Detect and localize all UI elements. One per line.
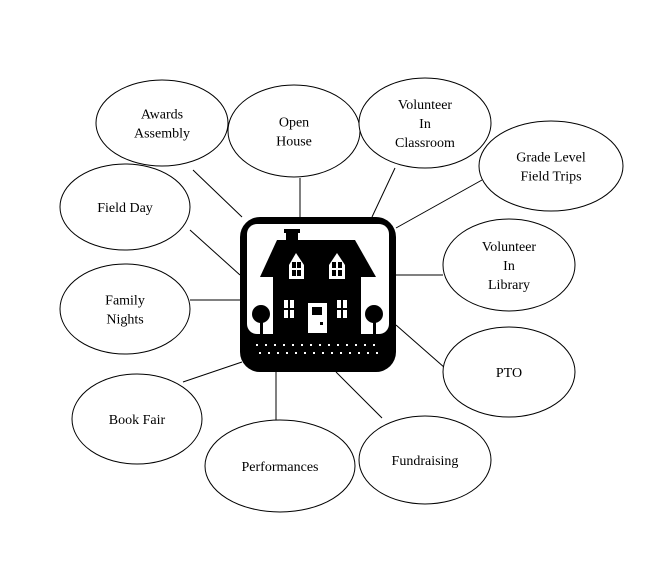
lawn-dot: [319, 344, 321, 346]
connector-pto: [395, 324, 446, 369]
bubble-field-day: Field Day: [59, 163, 191, 251]
bubble-label: Fundraising: [392, 454, 459, 469]
bubble-label: Family: [105, 294, 145, 309]
bubble-label: Open: [279, 116, 309, 131]
lawn-dot: [328, 344, 330, 346]
lawn-dot: [292, 344, 294, 346]
bubble-label: PTO: [496, 366, 522, 381]
bubble-label: In: [419, 117, 431, 132]
bubble-label: Volunteer: [482, 240, 537, 255]
bubble-outline: [442, 218, 576, 312]
lawn-dot: [349, 352, 351, 354]
lawn-dot: [373, 344, 375, 346]
bubble-label: Book Fair: [109, 413, 166, 428]
lawn-dot: [265, 344, 267, 346]
connector-volunteer-in-classroom: [371, 167, 396, 218]
bubble-performances: Performances: [204, 419, 356, 513]
lawn-dot: [355, 344, 357, 346]
lawn-dot: [313, 352, 315, 354]
lawn-dot: [337, 344, 339, 346]
lawn-dot: [340, 352, 342, 354]
bubble-pto: PTO: [442, 326, 576, 418]
lawn-dot: [277, 352, 279, 354]
lawn-dot: [376, 352, 378, 354]
bubble-label: Performances: [242, 460, 319, 475]
bubble-outline: [358, 77, 492, 169]
bubble-label: Library: [488, 278, 530, 293]
bubble-label: Nights: [106, 313, 143, 328]
bubble-label: House: [276, 135, 312, 150]
lawn-dot: [367, 352, 369, 354]
bubble-outline: [442, 326, 576, 418]
bubble-label: Field Trips: [520, 170, 581, 185]
lawn-dot: [301, 344, 303, 346]
bubble-fundraising: Fundraising: [358, 415, 492, 505]
bubble-outline: [227, 84, 361, 178]
bubble-label: Field Day: [97, 201, 153, 216]
bubble-outline: [204, 419, 356, 513]
lawn-dot: [259, 352, 261, 354]
lawn-dot: [331, 352, 333, 354]
bubble-label: Assembly: [134, 127, 190, 142]
bubble-label: Classroom: [395, 136, 455, 151]
bubble-outline: [95, 79, 229, 167]
lawn-dot: [274, 344, 276, 346]
connector-field-day: [189, 229, 241, 276]
lawn-dot: [346, 344, 348, 346]
lawn-dot: [358, 352, 360, 354]
bubble-outline: [71, 373, 203, 465]
bubble-outline: [358, 415, 492, 505]
bubble-label: In: [503, 259, 515, 274]
bubble-label: Grade Level: [516, 151, 586, 166]
bubble-outline: [59, 163, 191, 251]
lawn-dot: [268, 352, 270, 354]
connector-book-fair: [182, 361, 243, 383]
connector-fundraising: [335, 371, 383, 419]
school-house-icon: [240, 217, 396, 372]
connector-awards-assembly: [192, 169, 243, 218]
lawn-dot: [286, 352, 288, 354]
lawn-dot: [364, 344, 366, 346]
bubble-label: Volunteer: [398, 98, 453, 113]
lawn-dot: [256, 344, 258, 346]
lawn-dot: [283, 344, 285, 346]
bubble-outline: [59, 263, 191, 355]
bubble-outline: [478, 120, 624, 212]
lawn-dot: [310, 344, 312, 346]
connector-grade-level-field-trips: [395, 179, 483, 229]
lawn-dot: [295, 352, 297, 354]
lawn-dot: [304, 352, 306, 354]
lawn-dot: [322, 352, 324, 354]
bubble-book-fair: Book Fair: [71, 373, 203, 465]
bubble-label: Awards: [141, 108, 183, 123]
